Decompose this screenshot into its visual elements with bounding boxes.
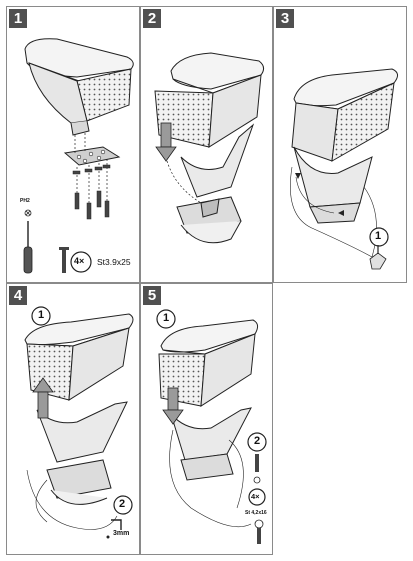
armrest-mount-diagram (154, 52, 265, 244)
screw-icon (72, 164, 111, 220)
step-number-badge: 4 (9, 286, 27, 305)
armrest-fix-diagram (156, 309, 267, 544)
screw-count-label: 4× (251, 492, 260, 501)
step-panel-4: 4 1 2 3mm (6, 283, 140, 555)
callout-number: 1 (38, 309, 45, 321)
screw-icon (59, 247, 69, 273)
screw-icon (254, 519, 264, 544)
callout-number: 2 (254, 435, 261, 447)
callout-number: 2 (119, 498, 126, 510)
tool-size-label: 3mm (113, 530, 130, 537)
screw-count-label: 4× (74, 256, 85, 266)
arrow-up-icon (32, 377, 54, 419)
screw-icon (253, 454, 261, 484)
armrest-exploded-diagram (23, 38, 134, 274)
step-number-badge: 3 (276, 9, 294, 28)
armrest-installed-diagram (290, 68, 398, 270)
callout-number: 1 (163, 312, 170, 324)
step-panel-2: 2 (140, 6, 273, 283)
step-number-badge: 1 (9, 9, 27, 28)
step-number-badge: 2 (143, 9, 161, 28)
step-panel-5: 5 1 2 4× St (140, 283, 273, 555)
screw-spec-label: St 4,2x16 (245, 510, 267, 516)
driver-tip-label: PH2 (20, 198, 30, 204)
callout-number: 1 (375, 230, 382, 242)
armrest-adjust-diagram (24, 306, 134, 539)
hand-press-icon (369, 245, 387, 270)
screw-spec-label: St3.9x25 (97, 257, 131, 267)
arrow-down-icon (155, 122, 177, 162)
screwdriver-icon (23, 209, 33, 274)
allen-key-icon (106, 519, 122, 539)
arrow-down-icon (162, 387, 184, 425)
step-number-badge: 5 (143, 286, 161, 305)
step-panel-1: 1 (6, 6, 140, 283)
step-panel-3: 3 1 (273, 6, 407, 283)
